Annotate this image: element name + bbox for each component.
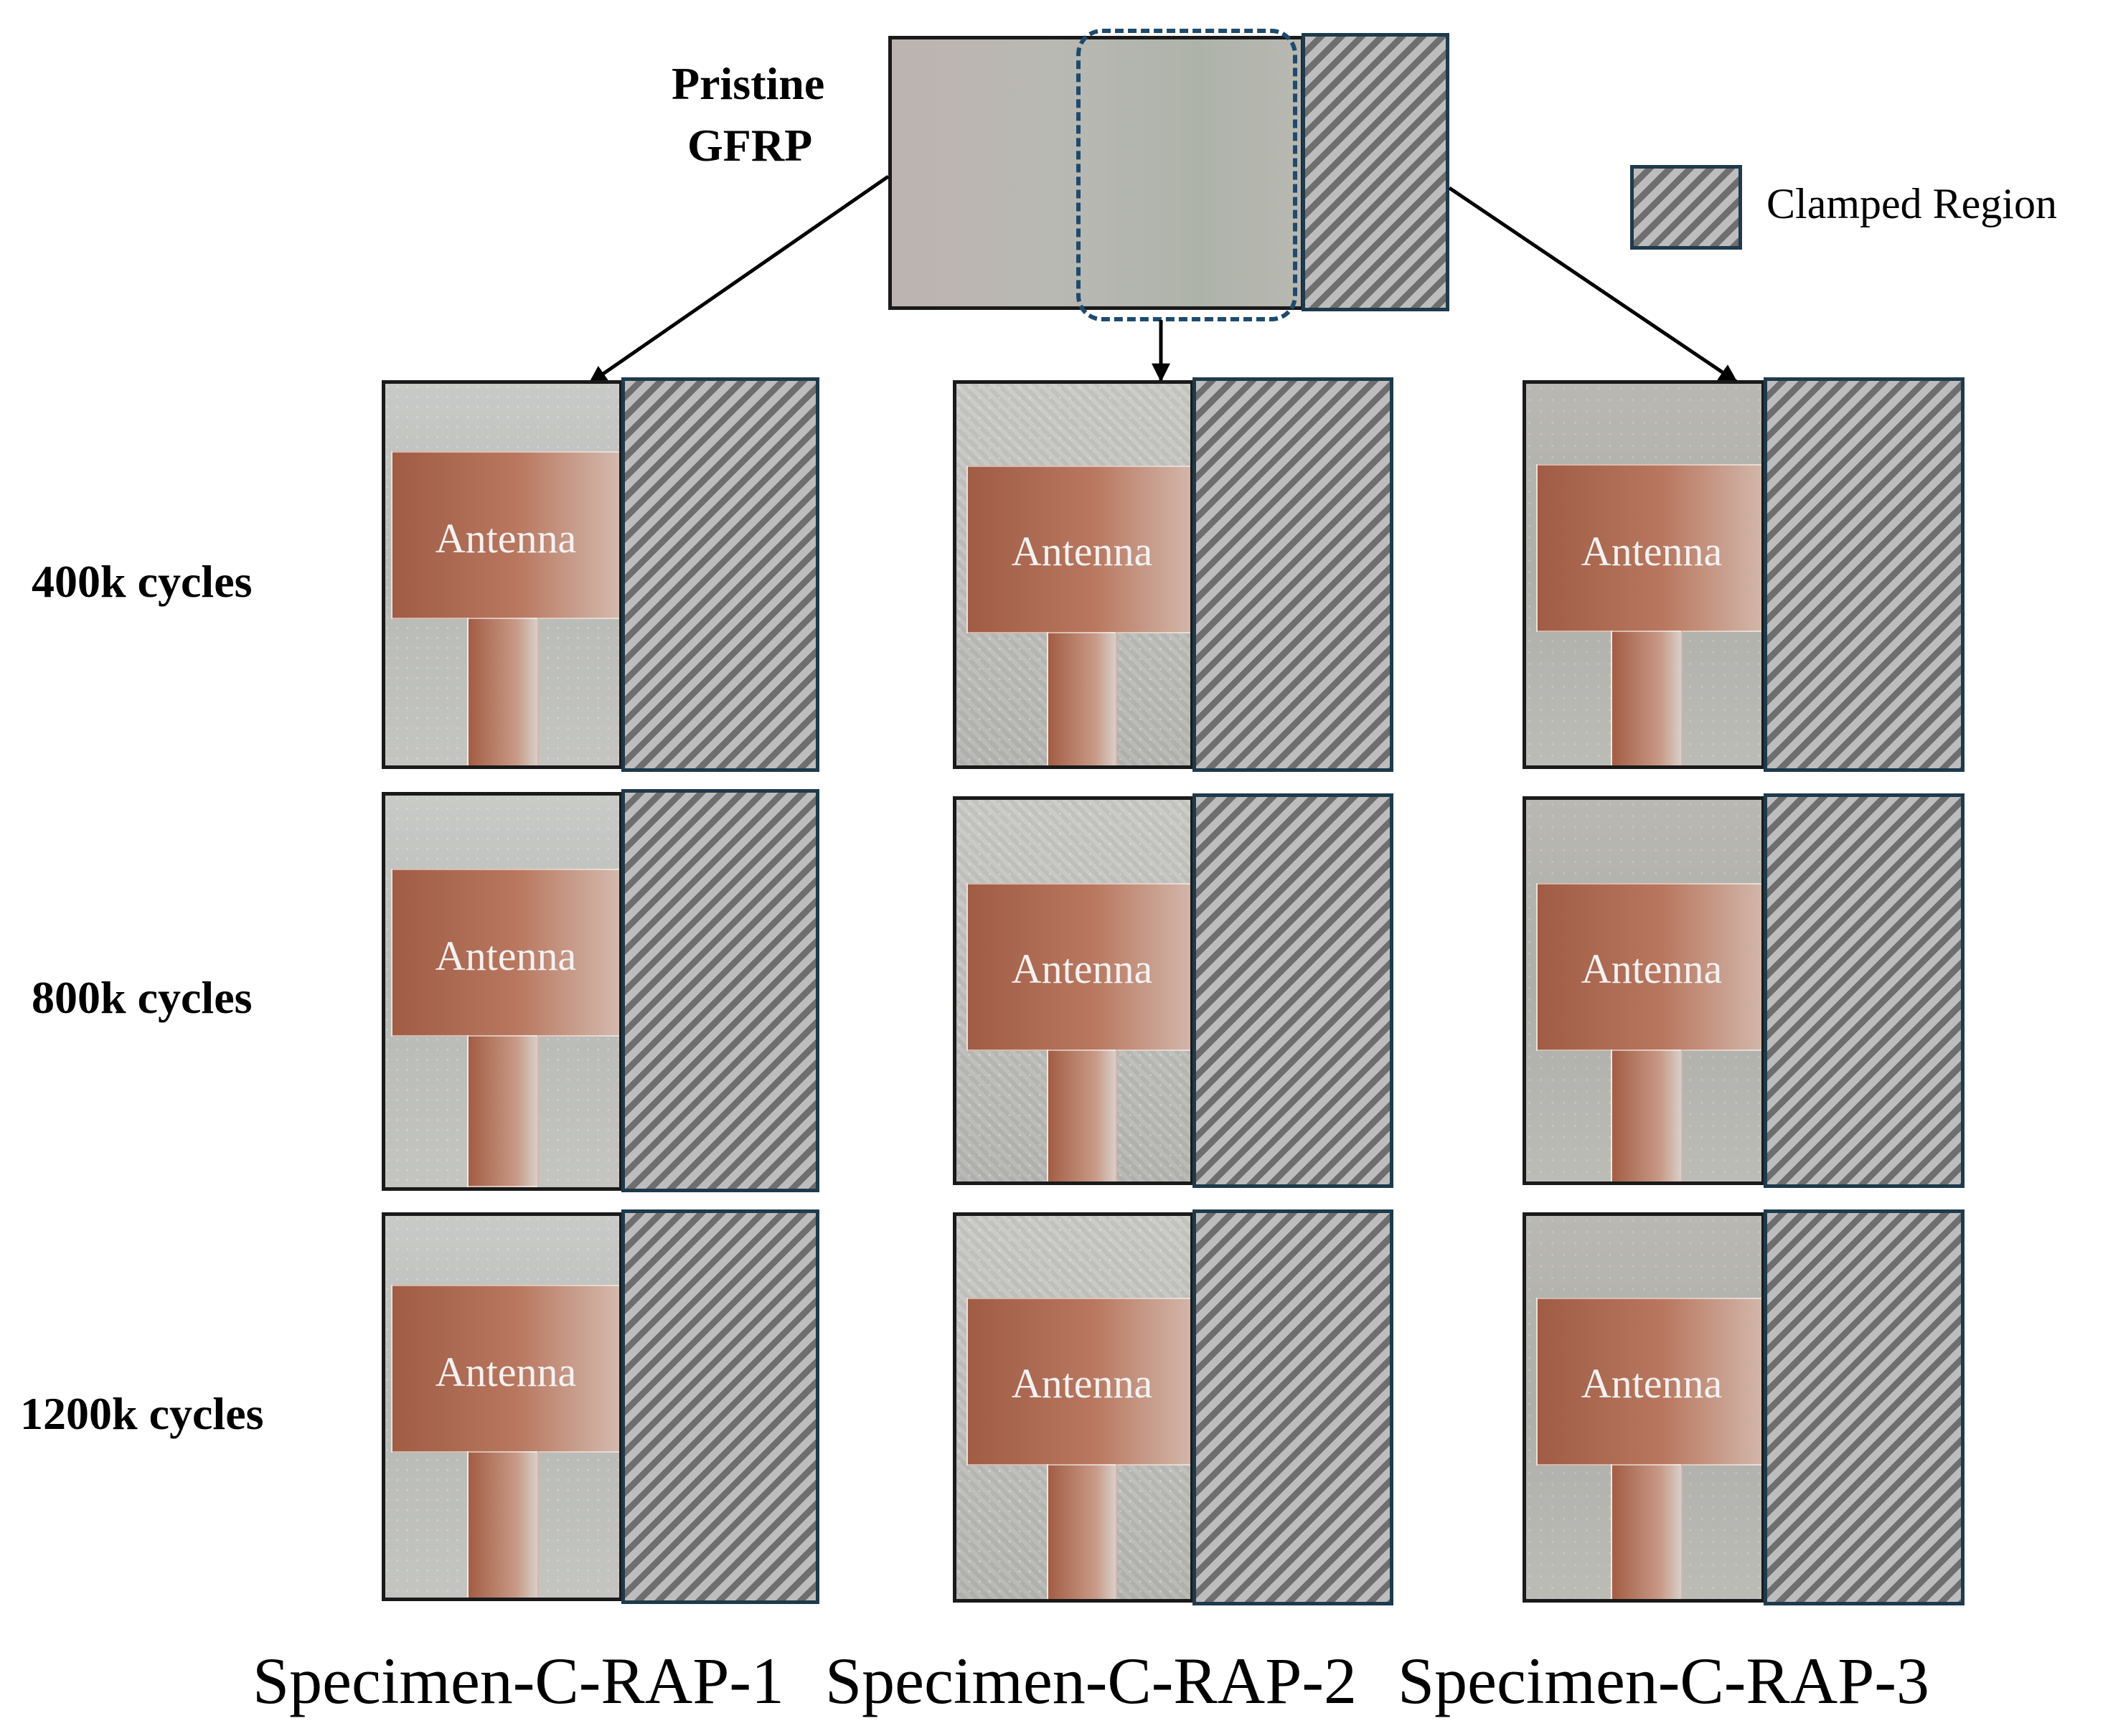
- antenna-feedline: [467, 618, 539, 765]
- antenna-feedline: [1611, 631, 1683, 765]
- specimen-3-400k-clamped: [1764, 377, 1965, 772]
- antenna-patch: [1536, 464, 1761, 632]
- specimen-1-800k-photo: Antenna: [382, 792, 623, 1191]
- legend-label: Clamped Region: [1766, 180, 2057, 227]
- legend-clamped-swatch: [1630, 165, 1742, 250]
- antenna-patch: [1536, 883, 1761, 1051]
- specimen-label-1: Specimen-C-RAP-1: [253, 1644, 785, 1717]
- specimen-3-800k-photo: Antenna: [1523, 796, 1765, 1185]
- specimen-label-2: Specimen-C-RAP-2: [825, 1644, 1358, 1717]
- specimen-1-1200k-photo: Antenna: [382, 1212, 623, 1601]
- antenna-label: Antenna: [1581, 945, 1723, 992]
- antenna-label: Antenna: [1581, 1360, 1723, 1407]
- antenna-label: Antenna: [1011, 1360, 1153, 1407]
- antenna-label: Antenna: [435, 933, 577, 979]
- antenna-patch: [966, 466, 1190, 633]
- arrow-to-specimen-1: [588, 174, 890, 385]
- antenna-label: Antenna: [1011, 945, 1153, 992]
- antenna-feedline: [1611, 1049, 1683, 1181]
- specimen-1-400k-photo: Antenna: [382, 380, 623, 769]
- specimen-2-400k-clamped: [1192, 377, 1393, 772]
- antenna-patch: [391, 451, 619, 619]
- antenna-feedline: [1047, 1049, 1117, 1181]
- specimen-1-400k-clamped: [621, 377, 819, 772]
- pristine-label-line1: Pristine: [672, 58, 825, 109]
- antenna-patch: [966, 1298, 1190, 1466]
- row-label-400k: 400k cycles: [32, 556, 253, 607]
- specimen-2-400k-photo: Antenna: [953, 380, 1194, 769]
- antenna-patch: [391, 869, 619, 1037]
- specimen-1-800k-clamped: [621, 789, 819, 1192]
- pristine-clamped-region: [1302, 33, 1449, 311]
- specimen-3-1200k-photo: Antenna: [1523, 1212, 1765, 1603]
- row-label-800k: 800k cycles: [32, 972, 253, 1023]
- pristine-label-line2: GFRP: [687, 120, 813, 171]
- specimen-3-400k-photo: Antenna: [1523, 380, 1765, 769]
- pristine-specimen-photo: [888, 36, 1304, 310]
- antenna-label: Antenna: [435, 515, 577, 562]
- antenna-feedline: [467, 1451, 539, 1598]
- arrow-to-specimen-3: [1448, 186, 1738, 384]
- antenna-feedline: [1047, 1464, 1117, 1599]
- antenna-feedline: [467, 1035, 539, 1187]
- specimen-2-1200k-photo: Antenna: [953, 1212, 1194, 1603]
- specimen-2-800k-photo: Antenna: [953, 796, 1194, 1185]
- antenna-patch: [1536, 1298, 1761, 1466]
- specimen-2-1200k-clamped: [1192, 1209, 1393, 1605]
- antenna-label: Antenna: [435, 1349, 577, 1395]
- row-label-1200k: 1200k cycles: [20, 1388, 264, 1439]
- antenna-feedline: [1047, 632, 1117, 765]
- specimen-1-1200k-clamped: [621, 1209, 819, 1604]
- antenna-label: Antenna: [1011, 528, 1153, 575]
- antenna-label: Antenna: [1581, 528, 1723, 575]
- antenna-feedline: [1611, 1464, 1683, 1599]
- specimen-3-800k-clamped: [1764, 793, 1965, 1188]
- pristine-highlight-box: [1076, 29, 1297, 321]
- specimen-label-3: Specimen-C-RAP-3: [1398, 1644, 1930, 1717]
- specimen-2-800k-clamped: [1192, 793, 1393, 1188]
- specimen-3-1200k-clamped: [1764, 1209, 1965, 1605]
